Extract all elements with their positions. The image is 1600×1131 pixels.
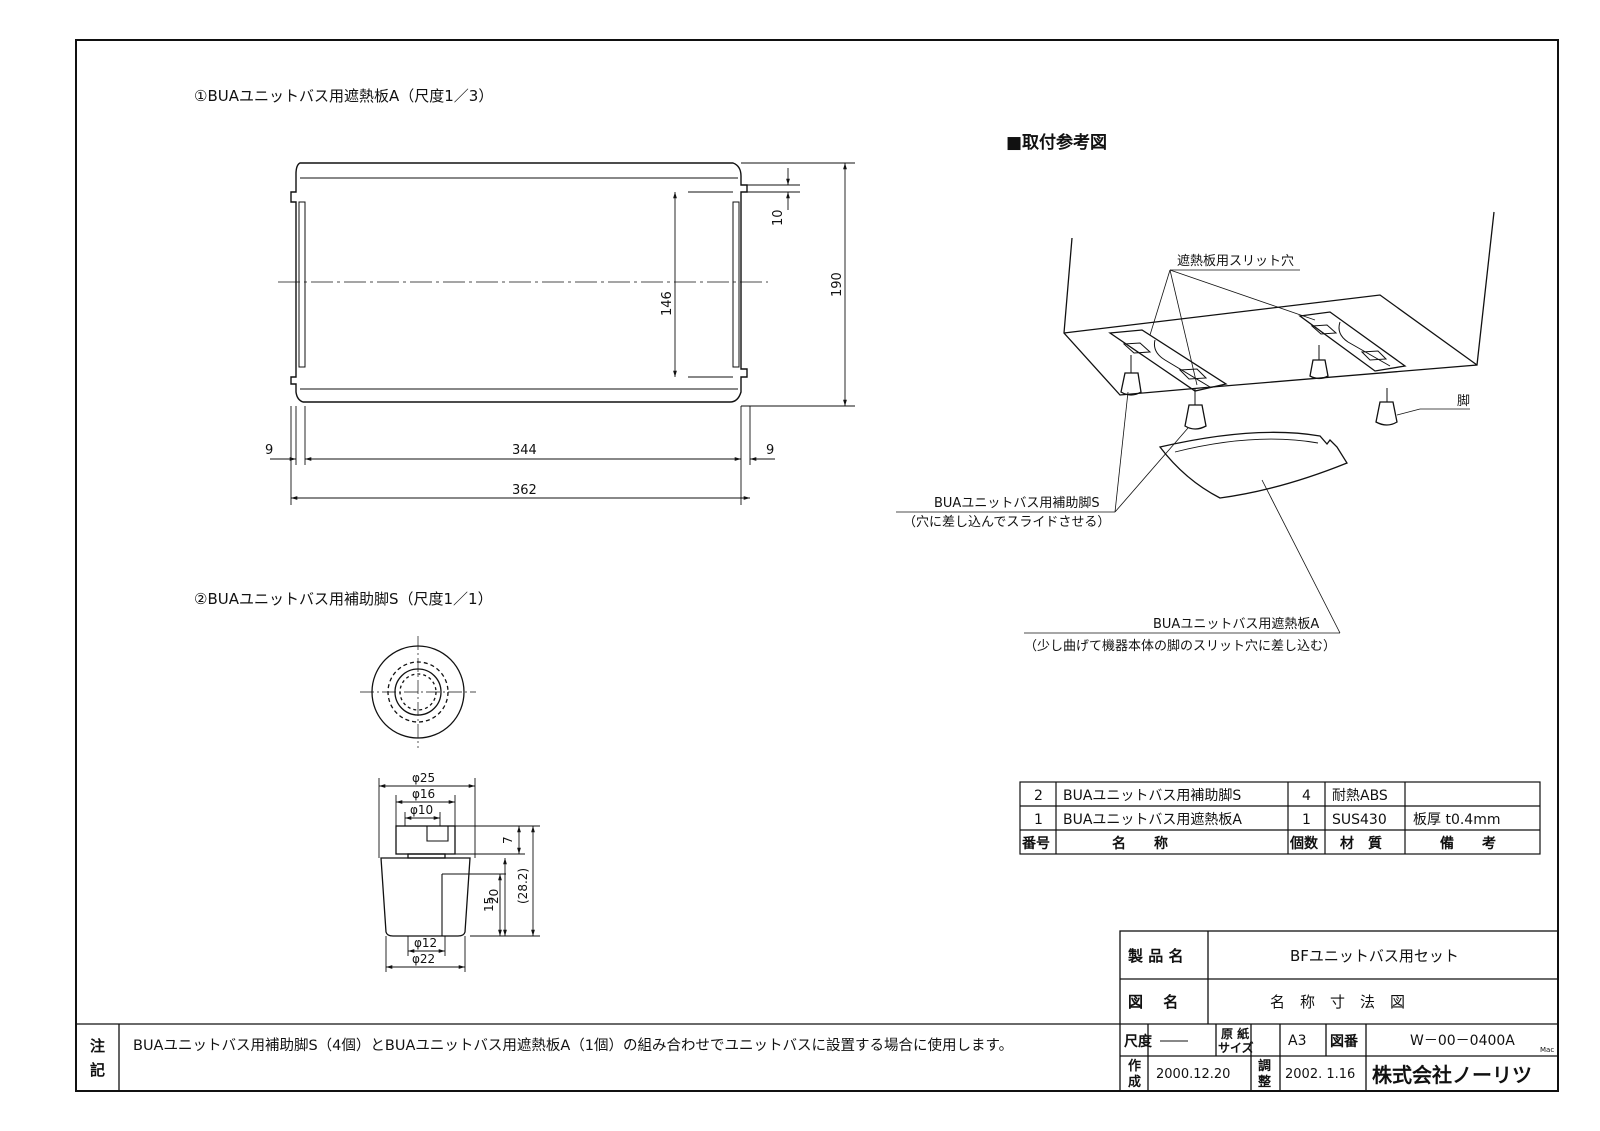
- row1-no: 1: [1034, 812, 1043, 828]
- reference-title: ■取付参考図: [1006, 132, 1107, 153]
- dim-20: 20: [487, 889, 501, 904]
- parts-table-grid: [1019, 781, 1541, 855]
- row2-qty: 4: [1302, 788, 1311, 804]
- notes-label-top: 注: [90, 1037, 105, 1055]
- header-material: 材 質: [1340, 835, 1382, 852]
- header-remarks: 備 考: [1440, 835, 1496, 852]
- parts-table-header: 番号 名 称 個数 材 質 備 考: [1021, 835, 1496, 852]
- drawing-label: 図 名: [1128, 993, 1178, 1011]
- number-value: W－00－0400A: [1410, 1033, 1515, 1049]
- dim-190: 190: [830, 272, 845, 297]
- header-qty: 個数: [1289, 835, 1319, 852]
- parts-table-row: 2 BUAユニットバス用補助脚S 4 耐熱ABS: [1034, 788, 1388, 804]
- adjusted-value: 2002. 1.16: [1285, 1067, 1355, 1082]
- dim-344: 344: [512, 443, 537, 458]
- dim-phi25: φ25: [412, 771, 435, 785]
- dim-phi10: φ10: [410, 803, 433, 817]
- adjusted-label-1: 調: [1258, 1058, 1271, 1074]
- dim-9-left: 9: [265, 443, 273, 458]
- dim-phi22: φ22: [412, 952, 435, 966]
- row2-material: 耐熱ABS: [1332, 788, 1388, 804]
- created-value: 2000.12.20: [1156, 1067, 1230, 1082]
- scale-value: ――: [1160, 1033, 1188, 1049]
- part2-title: ②BUAユニットバス用補助脚S（尺度1／1）: [194, 590, 493, 608]
- dim-phi12: φ12: [414, 936, 437, 950]
- paper-value: A3: [1288, 1033, 1306, 1049]
- plate-dimensions: [270, 162, 855, 505]
- dim-362: 362: [512, 483, 537, 498]
- dim-146: 146: [660, 291, 675, 316]
- row1-material: SUS430: [1332, 812, 1387, 828]
- parts-table-row: 1 BUAユニットバス用遮熱板A 1 SUS430 板厚 t0.4mm: [1034, 812, 1500, 828]
- product-label: 製 品 名: [1127, 947, 1183, 965]
- reference-figure: [1063, 211, 1495, 499]
- row2-no: 2: [1034, 788, 1043, 804]
- scale-label: 尺度: [1124, 1033, 1153, 1050]
- paper-label-2: サイズ: [1218, 1040, 1254, 1055]
- paper-label-1: 原 紙: [1221, 1026, 1249, 1041]
- adjusted-label-2: 整: [1257, 1074, 1272, 1090]
- label-foot-note: （穴に差し込んでスライドさせる）: [903, 515, 1110, 530]
- label-foot-name: BUAユニットバス用補助脚S: [934, 495, 1100, 511]
- row1-remarks: 板厚 t0.4mm: [1413, 812, 1500, 828]
- part1-title: ①BUAユニットバス用遮熱板A（尺度1／3）: [194, 87, 493, 105]
- title-block-grid: [1119, 930, 1559, 1092]
- product-value: BFユニットバス用セット: [1290, 947, 1459, 965]
- notes-label-bottom: 記: [90, 1061, 105, 1079]
- reference-leaders: [896, 269, 1470, 634]
- created-label-2: 成: [1128, 1074, 1141, 1090]
- mac-mark: Mac: [1540, 1046, 1554, 1054]
- row2-name: BUAユニットバス用補助脚S: [1063, 788, 1241, 804]
- foot-dimensions: [378, 778, 540, 972]
- notes-text: BUAユニットバス用補助脚S（4個）とBUAユニットバス用遮熱板A（1個）の組み…: [133, 1036, 1013, 1054]
- header-no: 番号: [1021, 835, 1050, 852]
- created-label-1: 作: [1128, 1058, 1141, 1074]
- row1-qty: 1: [1302, 812, 1311, 828]
- label-slit: 遮熱板用スリット穴: [1177, 253, 1294, 269]
- dim-10: 10: [771, 209, 786, 226]
- dim-28-2: (28.2): [516, 868, 530, 904]
- foot-top-view: [360, 636, 476, 748]
- drawing-value: 名 称 寸 法 図: [1270, 993, 1405, 1011]
- company-name: 株式会社ノーリツ: [1372, 1063, 1532, 1087]
- label-plate-name: BUAユニットバス用遮熱板A: [1153, 616, 1319, 632]
- label-plate-note: （少し曲げて機器本体の脚のスリット穴に差し込む）: [1024, 638, 1336, 654]
- dim-9-right: 9: [766, 443, 774, 458]
- dim-7: 7: [501, 836, 515, 844]
- sheet-border: [75, 39, 1559, 1092]
- row1-name: BUAユニットバス用遮熱板A: [1063, 812, 1242, 828]
- number-label: 図番: [1330, 1033, 1359, 1050]
- notes-grid: [76, 1023, 1120, 1091]
- dim-phi16: φ16: [412, 787, 435, 801]
- foot-side-view: [380, 825, 471, 937]
- dim-15: 15: [482, 897, 496, 912]
- header-name: 名 称: [1112, 835, 1168, 852]
- plate-drawing: [278, 162, 768, 403]
- label-leg: 脚: [1457, 393, 1470, 409]
